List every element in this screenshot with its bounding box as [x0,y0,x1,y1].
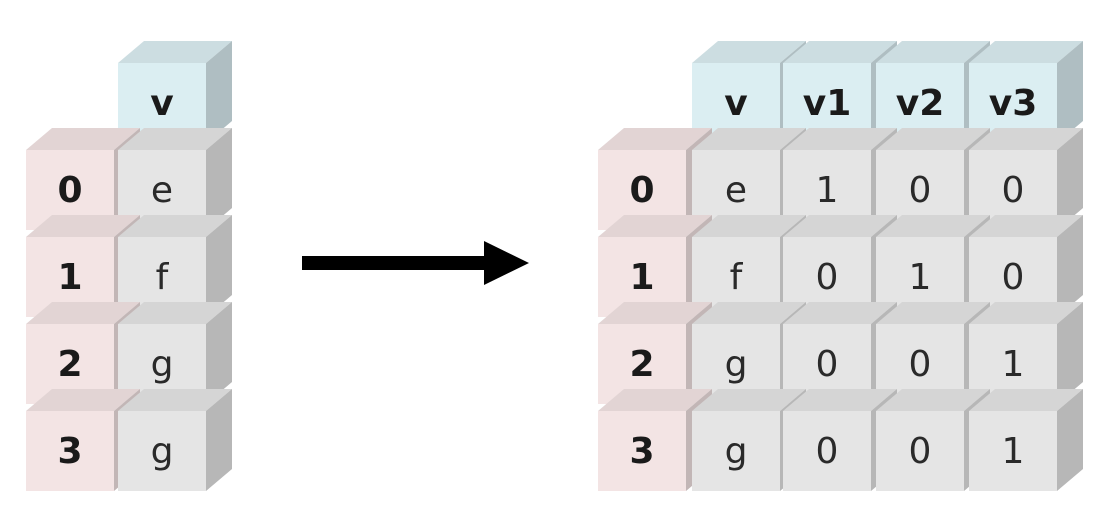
top-face [876,302,990,324]
side-face [1057,128,1083,230]
front-face [692,411,780,491]
side-face [1057,389,1083,491]
left-header-v: v [118,41,232,143]
front-face [26,237,114,317]
front-face [118,411,206,491]
top-face [598,215,712,237]
front-face [783,237,871,317]
side-face [1057,215,1083,317]
right-cell-3-v2: 0 [876,389,990,491]
right-cell-2-v3: 1 [969,302,1083,404]
front-face [118,237,206,317]
side-face [206,389,232,491]
top-face [118,215,232,237]
top-face [783,128,897,150]
left-cell-0-v: e [118,128,232,230]
front-face [783,150,871,230]
right-cell-1-v3: 0 [969,215,1083,317]
left-cell-2-v: g [118,302,232,404]
front-face [876,324,964,404]
top-face [692,302,806,324]
top-face [598,128,712,150]
top-face [26,389,140,411]
top-face [118,302,232,324]
front-face [969,237,1057,317]
side-face [1057,41,1083,143]
top-face [118,389,232,411]
front-face [118,63,206,143]
side-face [206,128,232,230]
arrow-head [484,241,529,285]
left-index-3: 3 [26,389,140,491]
right-index-3: 3 [598,389,712,491]
top-face [692,128,806,150]
left-cell-1-v: f [118,215,232,317]
top-face [26,302,140,324]
front-face [118,150,206,230]
front-face [783,324,871,404]
top-face [969,215,1083,237]
top-face [876,215,990,237]
front-face [876,411,964,491]
front-face [598,411,686,491]
top-face [598,302,712,324]
top-face [969,128,1083,150]
arrow-shaft [302,256,488,270]
front-face [26,150,114,230]
front-face [598,324,686,404]
top-face [783,215,897,237]
top-face [26,128,140,150]
right-cell-3-v: g [692,389,806,491]
front-face [876,63,964,143]
front-face [876,150,964,230]
top-face [692,215,806,237]
top-face [783,302,897,324]
side-face [206,215,232,317]
side-face [206,41,232,143]
left-cell-3-v: g [118,389,232,491]
front-face [692,63,780,143]
front-face [118,324,206,404]
side-face [1057,302,1083,404]
front-face [783,63,871,143]
top-face [692,41,806,63]
top-face [598,389,712,411]
front-face [876,237,964,317]
front-face [26,324,114,404]
top-face [876,41,990,63]
top-face [118,41,232,63]
top-face [969,302,1083,324]
top-face [692,389,806,411]
right-cell-3-v1: 0 [783,389,897,491]
top-face [876,128,990,150]
right-arrow-icon [302,241,529,285]
top-face [26,215,140,237]
front-face [969,324,1057,404]
front-face [692,237,780,317]
right-cell-0-v3: 0 [969,128,1083,230]
front-face [783,411,871,491]
front-face [969,411,1057,491]
front-face [969,63,1057,143]
side-face [206,302,232,404]
front-face [598,150,686,230]
right-header-v3: v3 [969,41,1083,143]
front-face [692,150,780,230]
top-face [876,389,990,411]
right-cell-3-v3: 1 [969,389,1083,491]
top-face [969,389,1083,411]
top-face [118,128,232,150]
front-face [598,237,686,317]
front-face [692,324,780,404]
top-face [783,389,897,411]
front-face [969,150,1057,230]
front-face [26,411,114,491]
top-face [783,41,897,63]
top-face [969,41,1083,63]
